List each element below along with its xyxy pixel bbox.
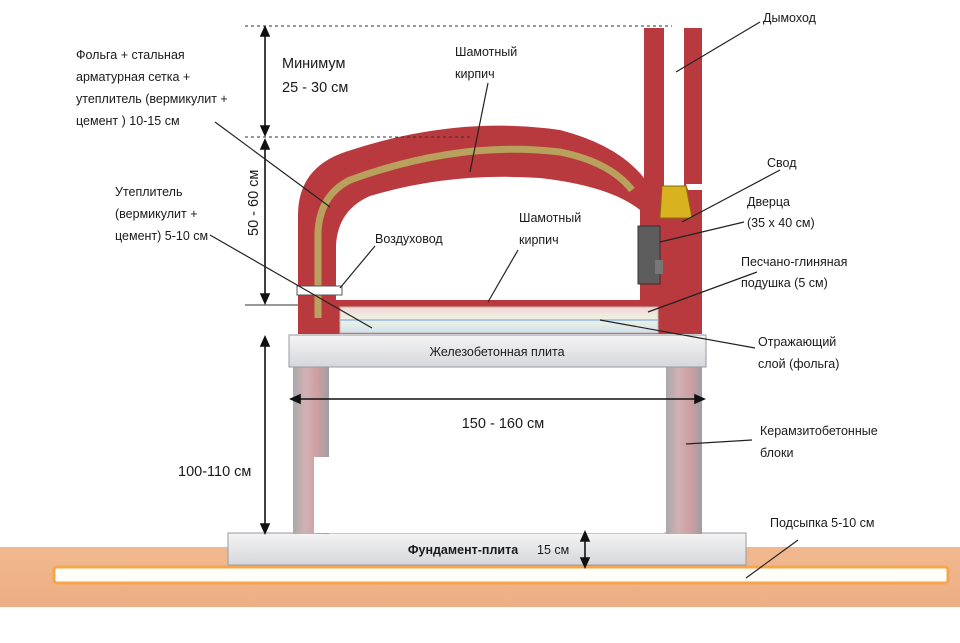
foil-insulation-label-1: Фольга + стальная (76, 48, 185, 62)
width-label: 150 - 160 см (462, 416, 545, 432)
gravel-bedding (52, 565, 950, 585)
insulation-base-label-1: Утеплитель (115, 185, 182, 199)
blocks-label-2: блоки (760, 446, 793, 460)
base-height-label: 100-110 см (178, 464, 251, 480)
door (637, 225, 661, 285)
foundation-label: Фундамент-плита (408, 543, 519, 557)
dimension-arrows (259, 25, 706, 569)
air-duct (296, 285, 343, 296)
door-label-2: (35 х 40 см) (747, 216, 815, 230)
door-label-1: Дверца (747, 195, 790, 209)
sand-clay-label-2: подушка (5 см) (741, 276, 828, 290)
foundation-thickness-label: 15 см (537, 543, 569, 557)
chimney-label: Дымоход (763, 11, 817, 25)
insulation-base-label-2: (вермикулит + (115, 207, 198, 221)
vault-fill (659, 185, 693, 219)
foil-insulation-label-4: цемент ) 10-15 см (76, 114, 180, 128)
blocks-label-1: Керамзитобетонные (760, 424, 878, 438)
air-duct-label: Воздуховод (375, 232, 443, 246)
fireclay-floor-label-1: Шамотный (519, 211, 581, 225)
fireclay-top-label-2: кирпич (455, 67, 495, 81)
concrete-slab-label: Железобетонная плита (429, 345, 564, 359)
column-gap (314, 457, 664, 533)
hearth-floor-brick (336, 301, 660, 307)
min-height-label-1: Минимум (282, 56, 345, 72)
foil-insulation-label-2: арматурная сетка + (76, 70, 190, 84)
reflective-label-2: слой (фольга) (758, 357, 839, 371)
chimney-flue (664, 28, 684, 186)
concrete-slab (288, 334, 707, 368)
bedding-label: Подсыпка 5-10 см (770, 516, 874, 530)
fireclay-top-label-1: Шамотный (455, 45, 517, 59)
reflective-label-1: Отражающий (758, 335, 836, 349)
vault-label: Свод (767, 156, 797, 170)
sand-clay-label-1: Песчано-глиняная (741, 255, 847, 269)
fireclay-floor-label-2: кирпич (519, 233, 559, 247)
min-height-label-2: 25 - 30 см (282, 80, 348, 96)
foil-insulation-label-3: утеплитель (вермикулит + (76, 92, 228, 106)
foundation-slab (227, 532, 747, 566)
right-column (666, 366, 702, 534)
oven-chamber (336, 176, 640, 300)
insulation-base-label-3: цемент) 5-10 см (115, 229, 208, 243)
vault-white (686, 184, 730, 190)
dome-height-label: 50 - 60 см (246, 170, 262, 236)
dome-insulation (314, 145, 635, 318)
door-handle (655, 260, 663, 274)
leader-lines (209, 21, 799, 579)
